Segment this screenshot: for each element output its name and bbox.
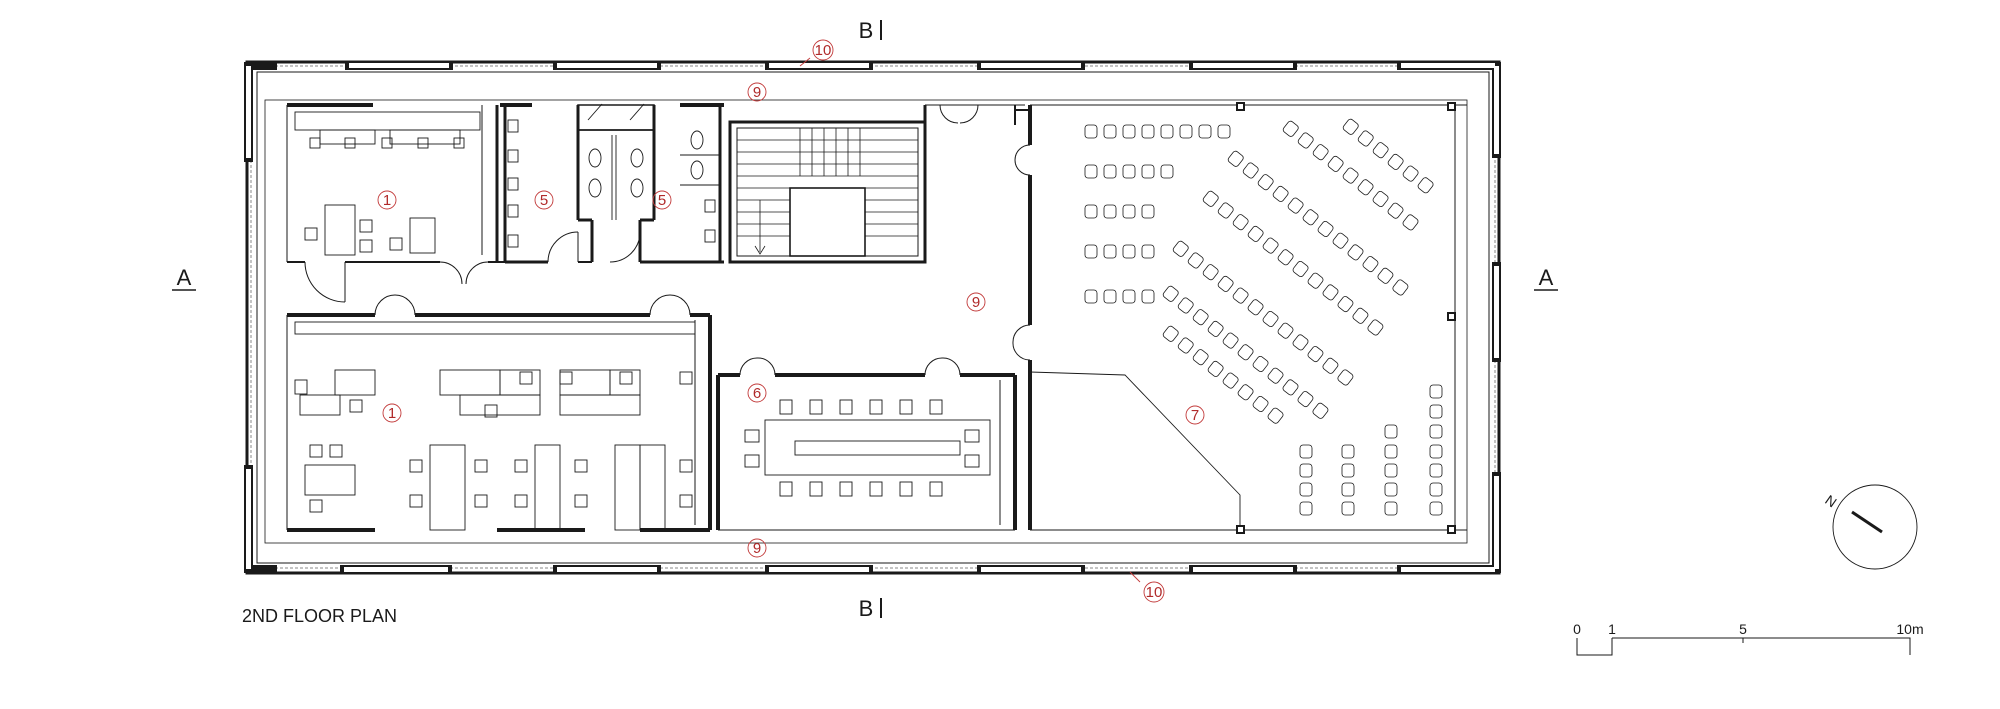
drawing-title: 2ND FLOOR PLAN [242,606,397,626]
section-label: A [177,265,192,290]
room-number: 5 [540,192,548,209]
room-tag-corridor-mid: 9 [966,292,986,312]
section-label: B [859,596,874,621]
room-tag-facade-bottom: 10 [1129,571,1165,603]
section-label: B [859,18,874,43]
scale-label-1: 1 [1608,621,1616,637]
section-marker-a-left: A [172,265,196,291]
north-compass: N [1822,484,1918,570]
room-tag-corridor-top: 9 [747,82,767,102]
room-number: 9 [753,84,761,101]
room-number: 9 [753,540,761,557]
room-number: 1 [388,405,396,422]
scale-label-10: 10m [1896,621,1923,637]
room-tag-wc-left: 5 [534,190,554,210]
scale-label-5: 5 [1739,621,1747,637]
room-tag-hall: 7 [1185,405,1205,425]
compass-north-label: N [1822,492,1839,511]
section-label: A [1539,265,1554,290]
section-marker-b-top: B [859,18,882,43]
office-furniture [294,111,696,531]
room-tag-office-bottom: 1 [382,403,402,423]
room-tag-meeting: 6 [747,383,767,403]
scale-label-0: 0 [1573,621,1581,637]
section-marker-b-bottom: B [859,596,882,621]
columns [1236,102,1456,534]
room-tag-office-top: 1 [377,190,397,210]
room-number: 10 [815,42,832,59]
section-marker-a-right: A [1534,265,1558,291]
room-number: 7 [1191,407,1199,424]
hall-seating [1084,118,1443,516]
room-tag-corridor-bottom: 9 [747,538,767,558]
interior-walls [286,103,1467,532]
room-number: 10 [1146,584,1163,601]
room-number: 6 [753,385,761,402]
meeting-furniture [744,399,991,497]
room-tag-wc-right: 5 [652,190,672,210]
stair-treads [737,128,918,257]
door-swings [304,104,1031,376]
room-number: 5 [658,192,666,209]
facade-window-glass [246,63,1499,572]
room-number: 1 [383,192,391,209]
wc-fixtures [507,103,720,248]
room-number: 9 [972,294,980,311]
scale-bar: 0 1 5 10m [1573,621,1924,656]
room-tag-facade-top: 10 [799,39,834,67]
